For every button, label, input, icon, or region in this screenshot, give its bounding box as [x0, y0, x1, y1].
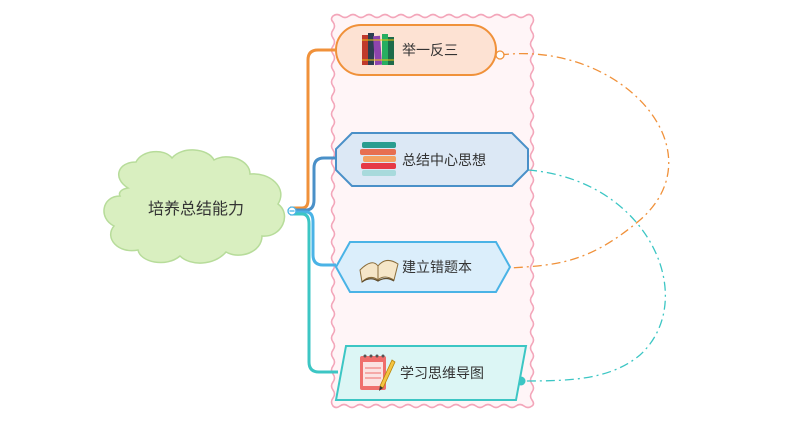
group-frame — [330, 13, 535, 409]
relationship-line-1 — [499, 53, 670, 269]
branch-node-1-label: 举一反三 — [402, 43, 458, 59]
branch-node-3-label: 建立错题本 — [402, 260, 472, 276]
open-book-icon — [359, 260, 399, 284]
branch-node-3[interactable]: 建立错题本 — [334, 241, 512, 293]
root-cloud-shape — [103, 149, 286, 264]
branch-connector-4 — [290, 212, 338, 374]
root-node[interactable]: 培养总结能力 — [103, 149, 297, 264]
branch-node-4[interactable]: 学习思维导图 — [334, 345, 528, 401]
branch-connector-3 — [296, 210, 336, 267]
book-stack-icon — [360, 142, 396, 176]
branch-node-1[interactable]: 举一反三 — [335, 24, 497, 76]
books-icon — [362, 33, 394, 66]
branch-connector-2 — [296, 156, 336, 212]
relationship-start-dot-1 — [495, 50, 505, 60]
relationship-line-2 — [521, 169, 666, 382]
notepad-pencil-icon — [360, 354, 396, 391]
branch-node-4-label: 学习思维导图 — [400, 366, 484, 382]
branch-node-2[interactable]: 总结中心思想 — [335, 132, 529, 187]
branch-node-2-label: 总结中心思想 — [402, 153, 486, 169]
branch-connector-1 — [290, 48, 336, 210]
root-label: 培养总结能力 — [148, 199, 244, 218]
